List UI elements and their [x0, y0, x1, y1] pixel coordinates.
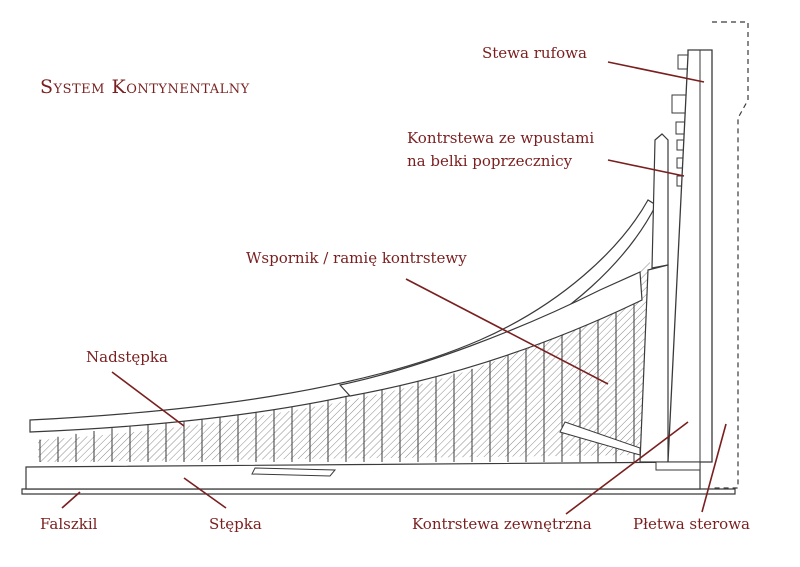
label-kontrstewa-line1: Kontrstewa ze wpustami	[407, 129, 595, 147]
label-nadstepka: Nadstępka	[86, 348, 168, 366]
stepka-shape	[25, 461, 701, 490]
leader-pletwa	[701, 423, 727, 513]
leader-nadstepka	[111, 371, 185, 427]
kontrstewa-shape	[651, 133, 669, 269]
label-pletwa-sterowa: Płetwa sterowa	[633, 515, 750, 533]
leader-stepka	[183, 477, 227, 509]
diagram-title: System Kontynentalny	[40, 76, 250, 98]
leader-kontrstewa-zewn	[565, 421, 689, 515]
frame-lines	[39, 279, 635, 462]
wspornik-shape	[338, 271, 643, 397]
pletwa-sterowa-shape	[712, 21, 749, 489]
falszkil-shape	[21, 488, 736, 495]
leader-kontrstewa	[607, 159, 685, 177]
label-kontrstewa-zewnetrzna: Kontrstewa zewnętrzna	[412, 515, 592, 533]
label-stepka: Stępka	[209, 515, 262, 533]
leader-wspornik	[405, 278, 609, 385]
label-kontrstewa-line2: na belki poprzecznicy	[407, 152, 573, 170]
label-wspornik: Wspornik / ramię kontrstewy	[246, 249, 467, 267]
leader-lines	[61, 61, 727, 515]
frames-hatched	[38, 260, 650, 462]
leader-stewa-rufowa	[607, 61, 705, 83]
label-stewa-rufowa: Stewa rufowa	[482, 44, 587, 62]
label-falszkil: Falszkil	[40, 515, 98, 533]
leader-falszkil	[61, 491, 81, 509]
